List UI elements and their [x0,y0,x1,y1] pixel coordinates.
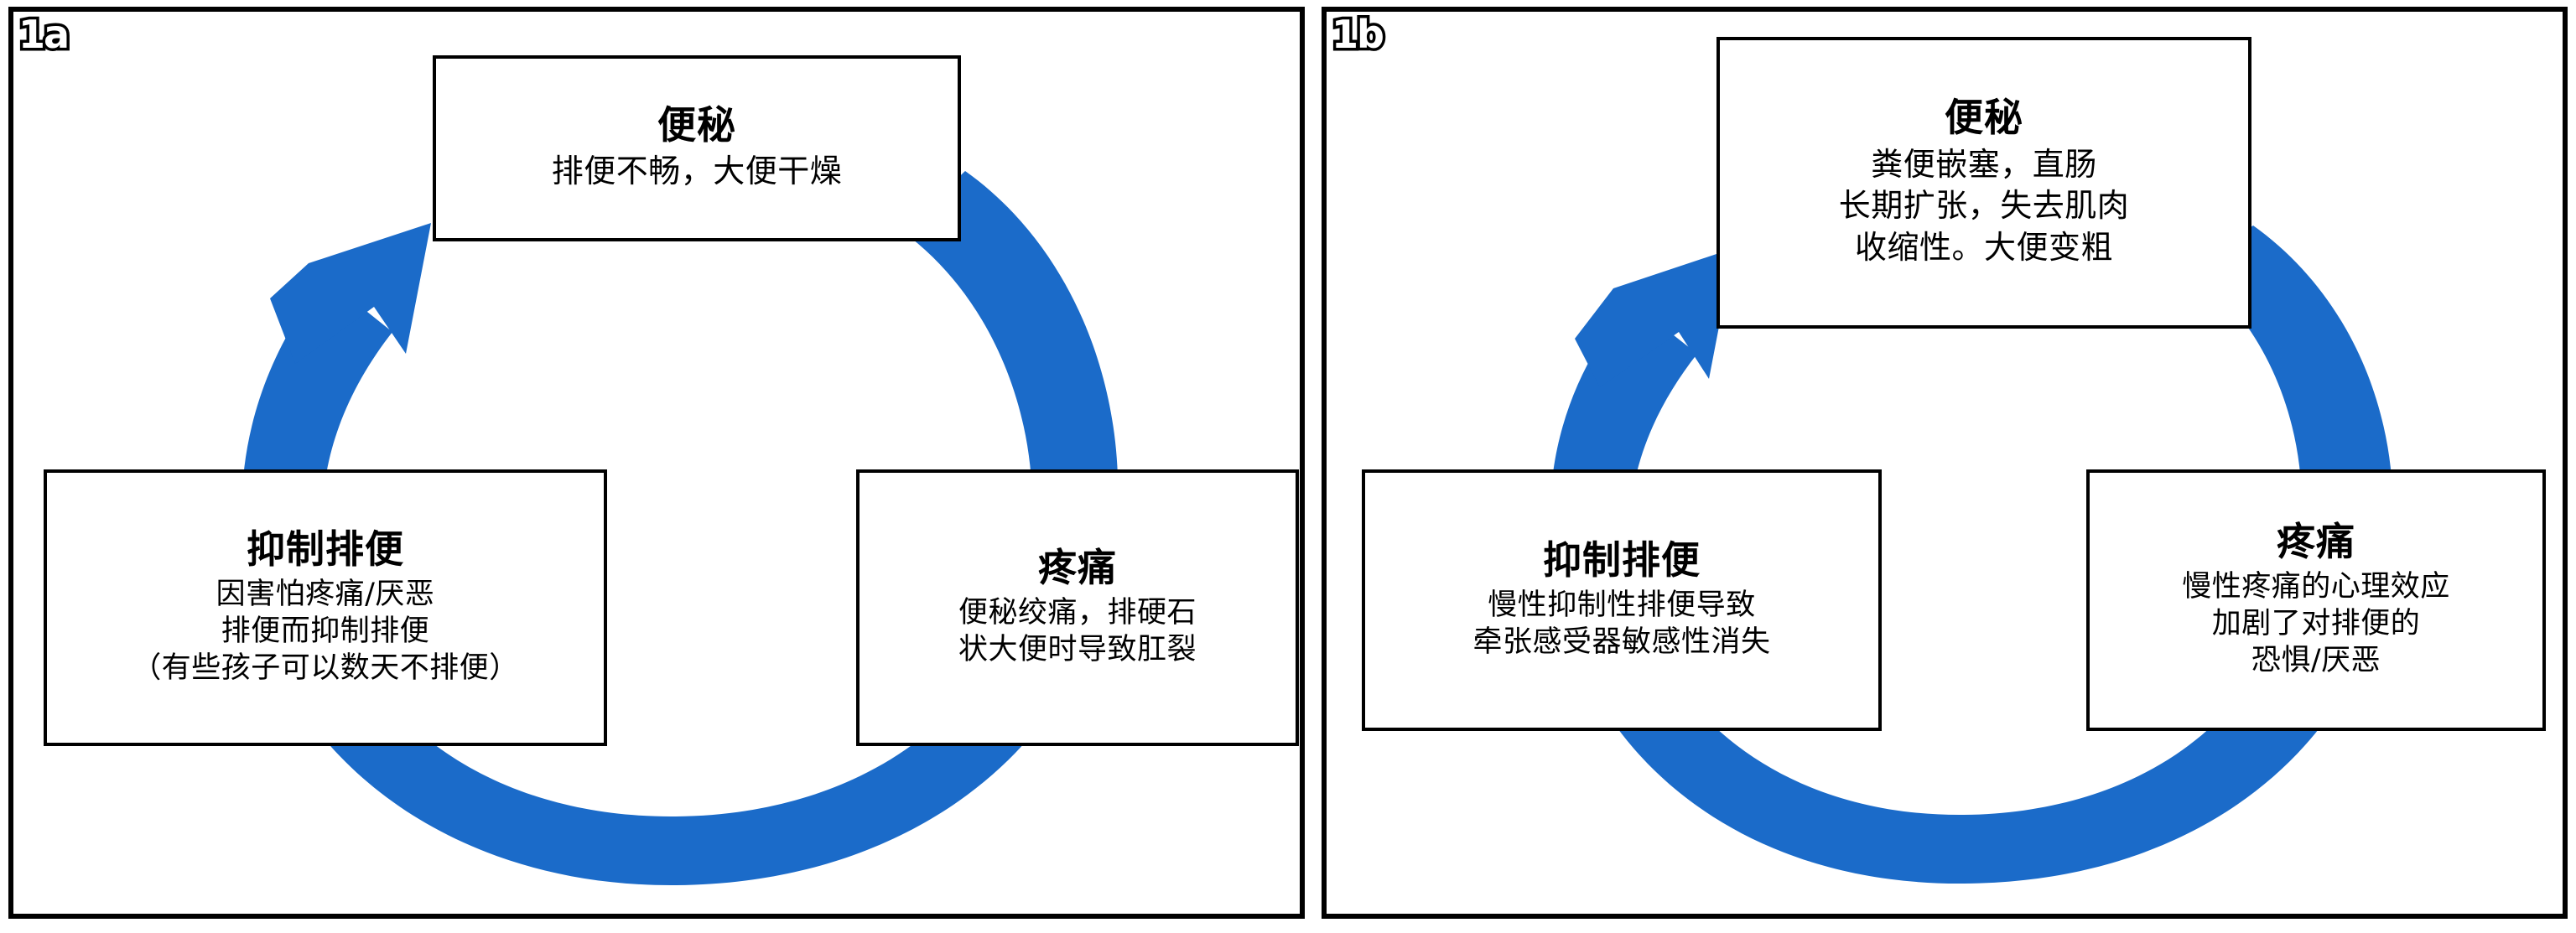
node-line: 加剧了对排便的 [2211,606,2421,640]
node-line: 长期扩张，失去肌肉 [1838,187,2130,225]
node-line: （有些孩子可以数天不排便） [132,651,519,685]
cycle-arrow-head-a [270,223,431,364]
node-line: 排便而抑制排便 [221,614,430,648]
node-line: 慢性疼痛的心理效应 [2182,569,2450,604]
cycle-arrow-body-b [1550,225,2393,884]
cycle-arrow-b [1550,225,2393,884]
node-body: 粪便嵌塞，直肠 长期扩张，失去肌肉 收缩性。大便变粗 [1839,144,2130,268]
node-withholding-a: 抑制排便 因害怕疼痛/厌恶 排便而抑制排便 （有些孩子可以数天不排便） [44,469,607,746]
node-pain-a: 疼痛 便秘绞痛，排硬石 状大便时导致肛裂 [856,469,1299,746]
panel-1b: 1b 便秘 粪便嵌塞，直肠 长期扩张，失去肌肉 收缩性。大便变粗 抑制排便 慢性… [1322,7,2568,919]
node-pain-b: 疼痛 慢性疼痛的心理效应 加剧了对排便的 恐惧/厌恶 [2086,469,2546,731]
node-body: 便秘绞痛，排硬石 状大便时导致肛裂 [958,594,1197,668]
node-body: 慢性疼痛的心理效应 加剧了对排便的 恐惧/厌恶 [2182,568,2450,679]
node-constipation-b: 便秘 粪便嵌塞，直肠 长期扩张，失去肌肉 收缩性。大便变粗 [1716,37,2251,329]
node-line: 牵张感受器敏感性消失 [1472,625,1771,659]
panel-label-1b: 1b [1329,12,1388,57]
node-line: 因害怕疼痛/厌恶 [216,577,435,611]
node-line: 恐惧/厌恶 [2251,643,2381,677]
node-line: 收缩性。大便变粗 [1854,228,2113,266]
cycle-arrow-head-b [1575,248,1734,387]
node-title: 抑制排便 [1543,537,1701,583]
node-title: 抑制排便 [247,526,404,573]
node-body: 慢性抑制性排便导致 牵张感受器敏感性消失 [1472,587,1770,661]
node-body: 排便不畅，大便干燥 [552,152,843,192]
cycle-arrow-a [242,171,1119,886]
cycle-arrow-body-a [242,171,1119,886]
node-line: 便秘绞痛，排硬石 [958,595,1197,630]
node-withholding-b: 抑制排便 慢性抑制性排便导致 牵张感受器敏感性消失 [1362,469,1882,731]
node-line: 状大便时导致肛裂 [958,632,1197,666]
node-title: 疼痛 [1038,545,1117,591]
node-body: 因害怕疼痛/厌恶 排便而抑制排便 （有些孩子可以数天不排便） [132,576,519,687]
panel-1a: 1a 便秘 排便不畅，大便干燥 抑制排便 因害怕疼痛/厌恶 排便而抑制排便 （有… [8,7,1305,919]
node-title: 便秘 [1945,95,2023,141]
node-title: 便秘 [657,102,736,148]
node-line: 慢性抑制性排便导致 [1488,588,1756,622]
panel-label-1a: 1a [15,12,72,57]
node-title: 疼痛 [2277,519,2355,565]
node-line: 排便不畅，大便干燥 [551,152,843,189]
node-constipation-a: 便秘 排便不畅，大便干燥 [433,55,961,241]
node-line: 粪便嵌塞，直肠 [1871,145,2097,183]
